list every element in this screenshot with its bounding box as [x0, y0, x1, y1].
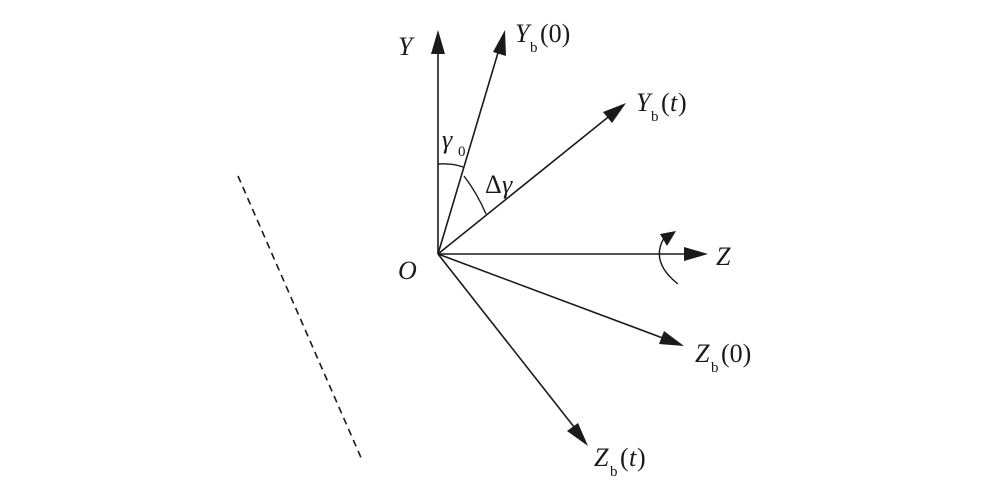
svg-text:b: b [711, 360, 719, 376]
zbt-axis-arrowhead [567, 423, 588, 446]
ybt-label: Y b ( t ) [636, 88, 687, 125]
svg-text:Δ: Δ [485, 170, 502, 199]
yb0-axis [437, 30, 506, 255]
zb0-label: Z b (0) [695, 339, 751, 376]
svg-text:Y: Y [636, 88, 653, 117]
zbt-axis [437, 253, 588, 446]
zb0-axis [437, 253, 684, 346]
origin-label: O [398, 256, 417, 285]
zb0-axis-arrowhead [659, 331, 684, 346]
svg-text:(0): (0) [540, 19, 570, 48]
svg-text:): ) [637, 443, 646, 472]
svg-text:b: b [651, 109, 659, 125]
yb0-label: Y b (0) [515, 19, 570, 56]
rotation-arrow-icon [658, 231, 679, 285]
svg-text:Z: Z [695, 339, 710, 368]
z-axis [438, 247, 708, 261]
dashed-reference-line [237, 175, 363, 461]
svg-text:t: t [670, 88, 678, 117]
gamma0-label: γ 0 [442, 125, 466, 160]
svg-text:Z: Z [594, 443, 609, 472]
svg-text:Y: Y [515, 19, 532, 48]
ybt-axis-arrowhead [603, 103, 626, 123]
y-axis-label: Y [398, 32, 415, 61]
delta-gamma-label: Δ γ [485, 170, 513, 199]
svg-text:t: t [629, 443, 637, 472]
svg-text:(0): (0) [721, 339, 751, 368]
svg-text:γ: γ [442, 125, 453, 154]
yb0-axis-arrowhead [493, 30, 506, 56]
svg-text:0: 0 [458, 144, 466, 160]
svg-text:): ) [678, 88, 687, 117]
y-axis-arrowhead [431, 30, 445, 54]
svg-text:(: ( [620, 443, 629, 472]
y-axis [431, 30, 445, 254]
svg-text:b: b [530, 40, 538, 56]
svg-text:b: b [610, 464, 618, 480]
zbt-label: Z b ( t ) [594, 443, 646, 480]
svg-text:γ: γ [502, 170, 513, 199]
ybt-axis [437, 103, 626, 255]
svg-text:(: ( [661, 88, 670, 117]
z-axis-arrowhead [684, 247, 708, 261]
z-axis-label: Z [716, 242, 731, 271]
delta-gamma-angle-arc [463, 175, 487, 215]
gamma0-angle-arc [437, 163, 464, 168]
